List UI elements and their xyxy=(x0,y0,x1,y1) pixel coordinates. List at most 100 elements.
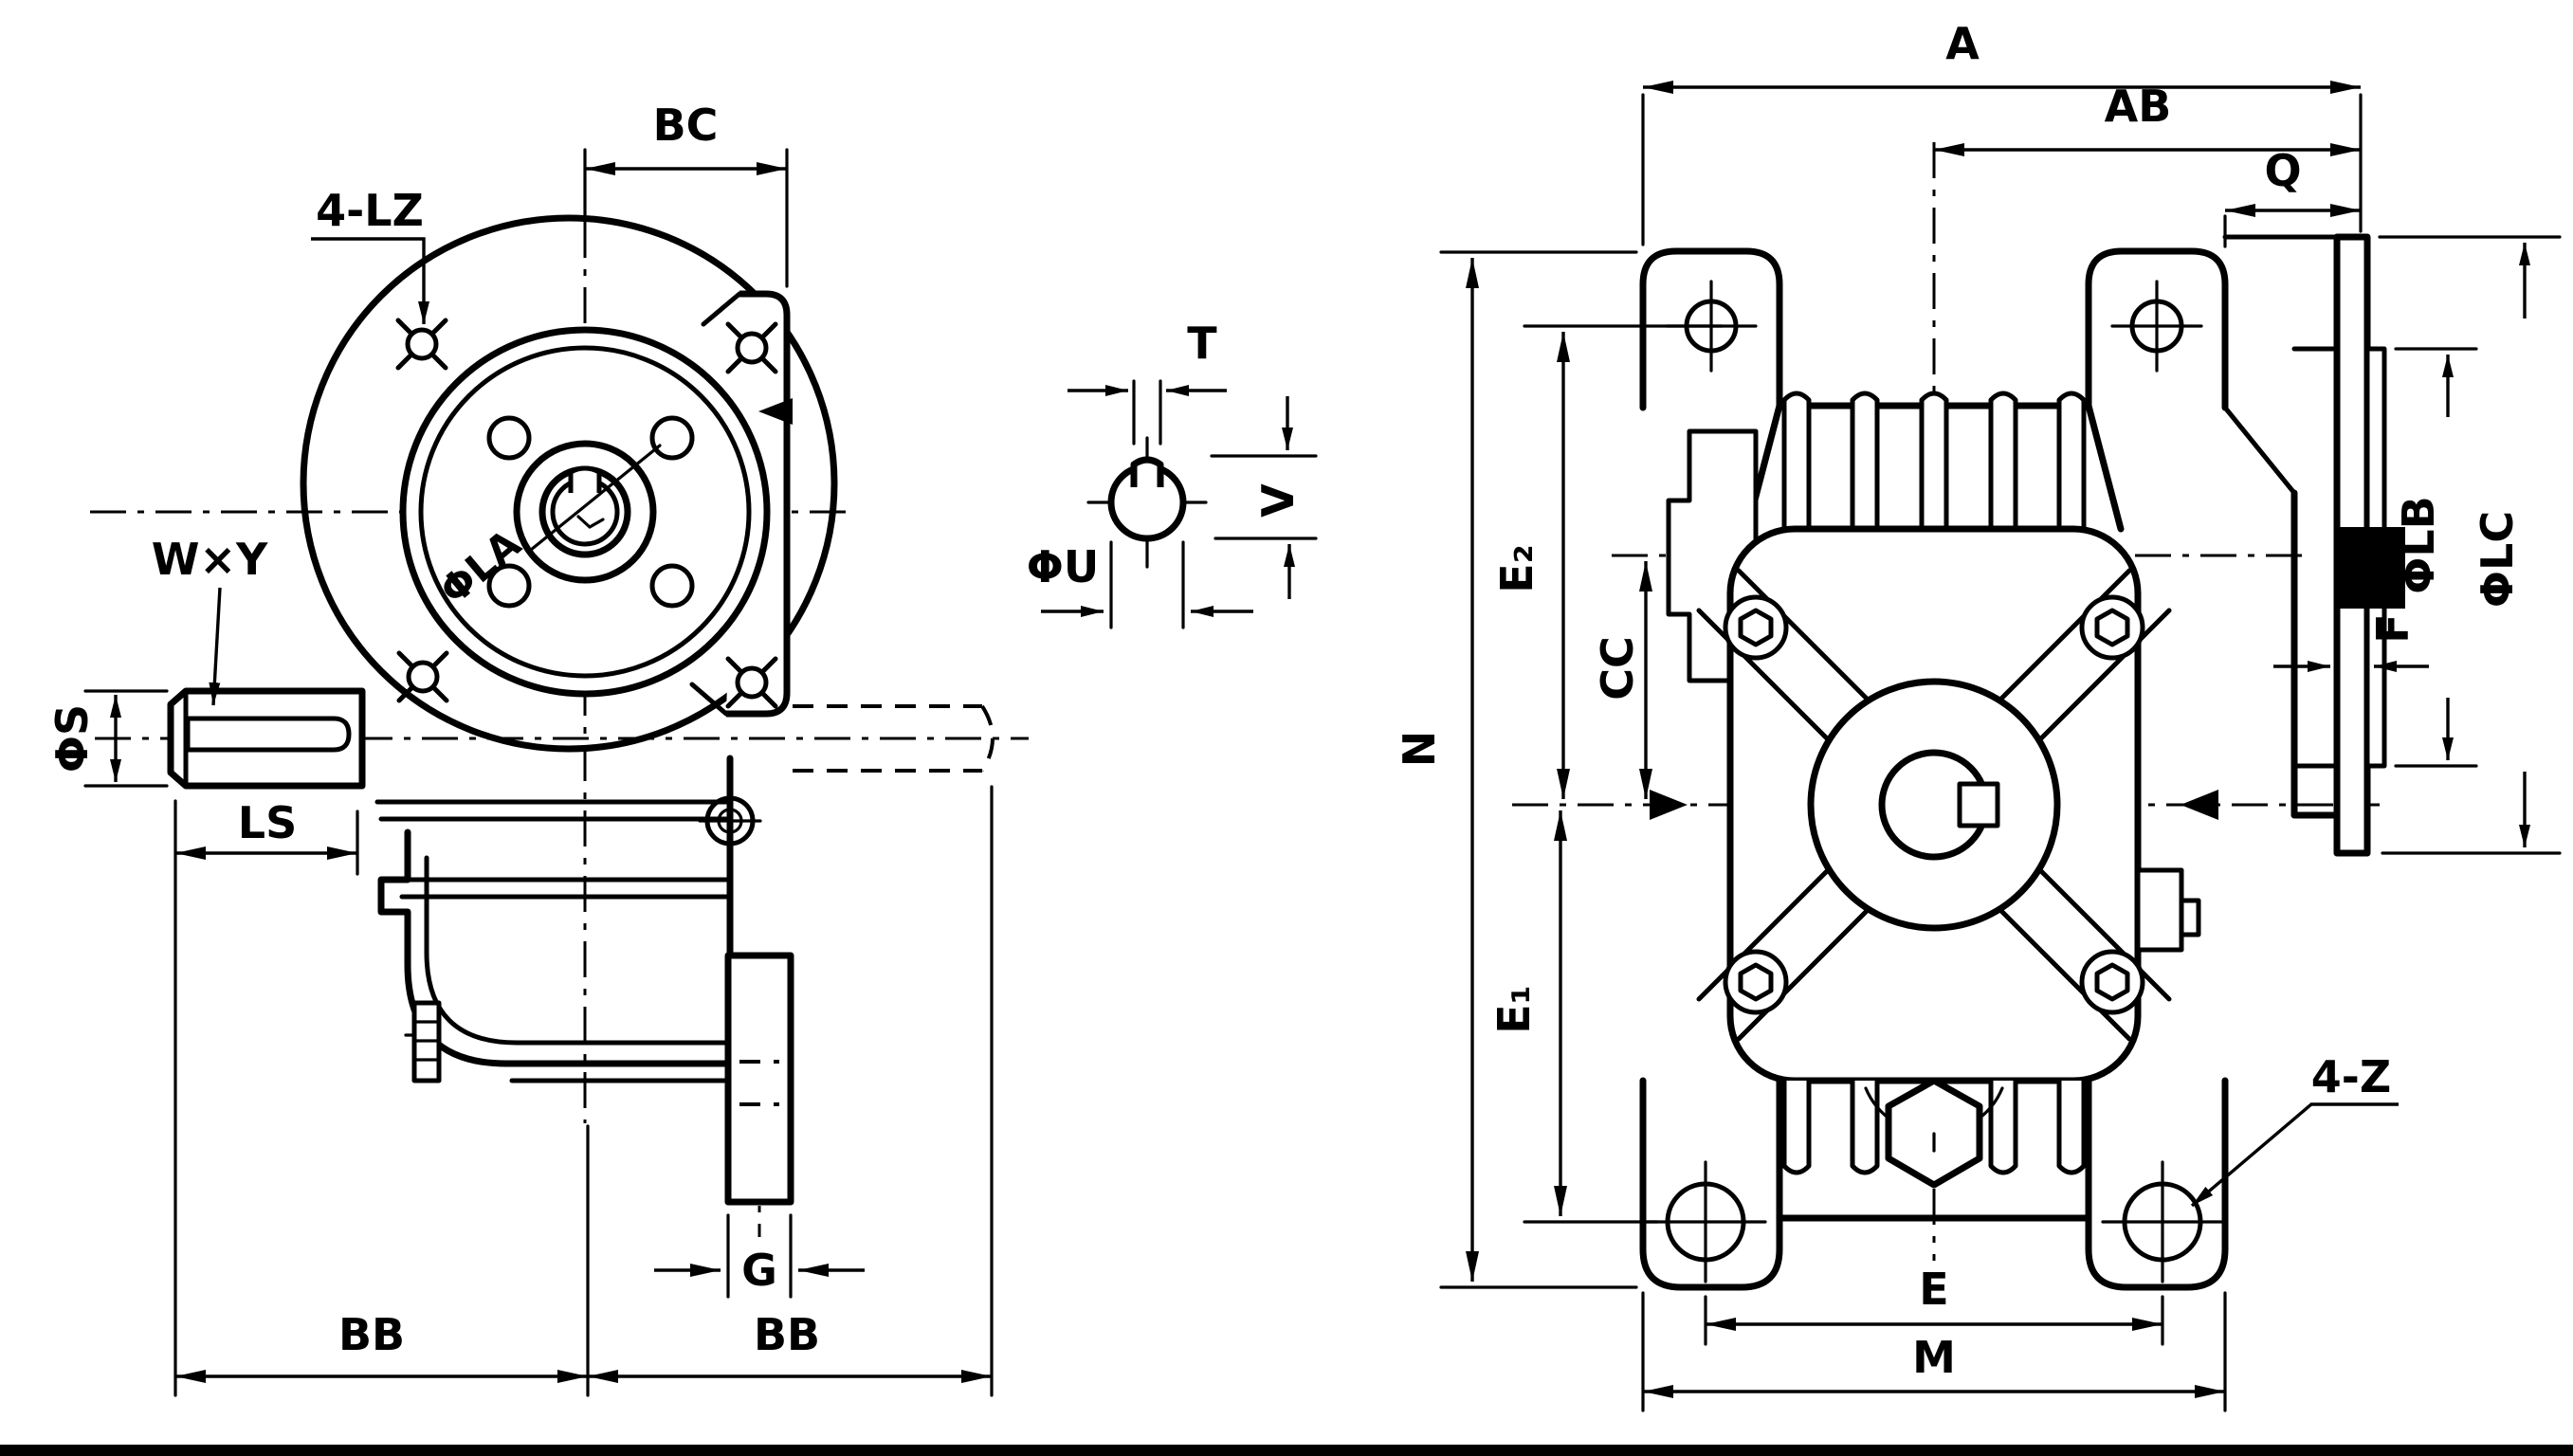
label-bc: BC xyxy=(653,100,719,151)
side-tab xyxy=(2135,867,2184,953)
label-phi-lb: ΦLB xyxy=(2393,496,2444,593)
foot-hole-icon xyxy=(2101,1160,2224,1283)
face-bolts xyxy=(1723,594,2145,1015)
right-view: A AB Q N E₂ CC E₁ xyxy=(1394,18,2562,1412)
cooling-fins xyxy=(374,799,731,900)
section-arrow-icon xyxy=(1650,790,1688,820)
sheet-border xyxy=(0,1445,2573,1456)
dim-bb-left: BB xyxy=(173,799,590,1397)
input-shaft-keyed-bore xyxy=(2340,527,2405,609)
side-tab-small xyxy=(2179,898,2201,937)
dim-cc: CC xyxy=(1592,561,1652,799)
housing-inner-wall xyxy=(424,855,733,1046)
section-arrow-icon xyxy=(758,398,793,425)
flange-plate-bottom-corner xyxy=(689,682,729,717)
drum-ribs xyxy=(1781,391,2087,529)
output-boss xyxy=(724,952,794,1206)
label-g: G xyxy=(741,1245,777,1296)
dim-ls: LS xyxy=(175,797,359,876)
label-4z: 4-Z xyxy=(2311,1051,2391,1102)
dim-n: N xyxy=(1394,250,1638,1289)
dim-phi-u: ΦU xyxy=(1027,540,1253,629)
dim-4z: 4-Z xyxy=(2190,1051,2399,1208)
housing-circle xyxy=(300,214,838,753)
bottom-right-foot xyxy=(2085,1077,2229,1291)
dim-phi-s: ΦS xyxy=(46,689,169,788)
bottom-left-foot xyxy=(1639,1077,1783,1291)
lz-hole-icon xyxy=(396,650,449,703)
label-n: N xyxy=(1394,731,1445,768)
lz-hole-icon xyxy=(725,321,778,374)
label-cc: CC xyxy=(1592,636,1643,701)
flange-neck xyxy=(2290,489,2341,819)
dim-wxy: W×Y xyxy=(152,534,268,706)
drain-plug-icon xyxy=(1864,1077,2004,1189)
label-v: V xyxy=(1252,483,1304,518)
side-stud-icon xyxy=(404,1000,442,1083)
input-shaft-keyway xyxy=(185,716,352,753)
dim-phi-lb: ΦLB xyxy=(2393,347,2478,768)
dim-bb-right: BB xyxy=(588,785,994,1397)
lz-hole-icon xyxy=(395,318,448,371)
bottom-section xyxy=(1639,1077,2229,1291)
cover-hole xyxy=(486,415,532,461)
dim-g: G xyxy=(654,1213,865,1299)
shaft-key-section: T V ΦU xyxy=(1027,318,1318,629)
label-m: M xyxy=(1912,1332,1956,1383)
dim-m: M xyxy=(1641,1291,2227,1412)
label-phi-s: ΦS xyxy=(46,704,98,773)
dim-q: Q xyxy=(2223,145,2361,248)
top-right-foot xyxy=(2085,247,2229,411)
dim-phi-lc: ΦLC xyxy=(2378,235,2562,855)
front-face xyxy=(1650,525,2218,1084)
dim-bc: BC xyxy=(583,100,789,288)
label-e1: E₁ xyxy=(1488,985,1540,1034)
label-q: Q xyxy=(2264,145,2301,196)
label-phi-lc: ΦLC xyxy=(2472,511,2523,608)
label-ab: AB xyxy=(2105,81,2172,132)
dim-e: E xyxy=(1704,1264,2164,1346)
label-bb-right: BB xyxy=(754,1309,820,1360)
left-view: BC 4-LZ W×Y ΦS LS ΦLA BB xyxy=(46,100,1029,1397)
cover-inner-circle xyxy=(418,345,752,679)
dim-4lz: 4-LZ xyxy=(311,185,429,324)
label-4lz: 4-LZ xyxy=(316,185,424,236)
label-ls: LS xyxy=(238,797,297,848)
section-key xyxy=(1130,456,1164,487)
flange-plate-top-corner xyxy=(701,291,742,327)
lz-hole-symbols xyxy=(395,318,778,709)
housing-lower-block xyxy=(374,755,794,1206)
label-e: E xyxy=(1919,1264,1948,1315)
dim-t: T xyxy=(1068,318,1227,446)
cover-hole xyxy=(649,563,695,609)
cover-hole xyxy=(649,415,695,461)
dim-e2: E₂ xyxy=(1491,324,1724,799)
flange-web-diagonal xyxy=(2222,405,2297,496)
label-f: F xyxy=(2367,613,2418,643)
bottom-ribs xyxy=(1781,1081,2087,1175)
section-arrow-icon xyxy=(2181,790,2218,820)
top-left-foot xyxy=(1639,247,1783,411)
label-e2: E₂ xyxy=(1491,544,1542,593)
foot-hole-icon xyxy=(2110,280,2203,373)
hidden-worm-outline xyxy=(793,704,995,773)
label-bb-left: BB xyxy=(338,1309,405,1360)
flange-neck-lines xyxy=(2291,346,2340,769)
dim-ab: AB xyxy=(1934,81,2361,156)
motor-flange xyxy=(2222,233,2405,857)
label-phi-u: ΦU xyxy=(1027,541,1099,592)
cover-hole xyxy=(486,563,532,609)
hex-bolt-icon xyxy=(2079,949,2145,1015)
label-t: T xyxy=(1187,318,1217,369)
label-wxy: W×Y xyxy=(152,534,268,585)
hex-bolt-icon xyxy=(2079,594,2145,661)
label-a: A xyxy=(1945,18,1980,69)
hex-bolt-icon xyxy=(1723,949,1789,1015)
dim-a: A xyxy=(1641,18,2363,246)
output-keyway xyxy=(568,465,602,493)
diagonal-ribs xyxy=(1696,568,2172,1042)
dim-v: V xyxy=(1210,396,1318,599)
dim-f: F xyxy=(2273,613,2429,672)
foot-hole-icon xyxy=(1644,1160,1767,1283)
